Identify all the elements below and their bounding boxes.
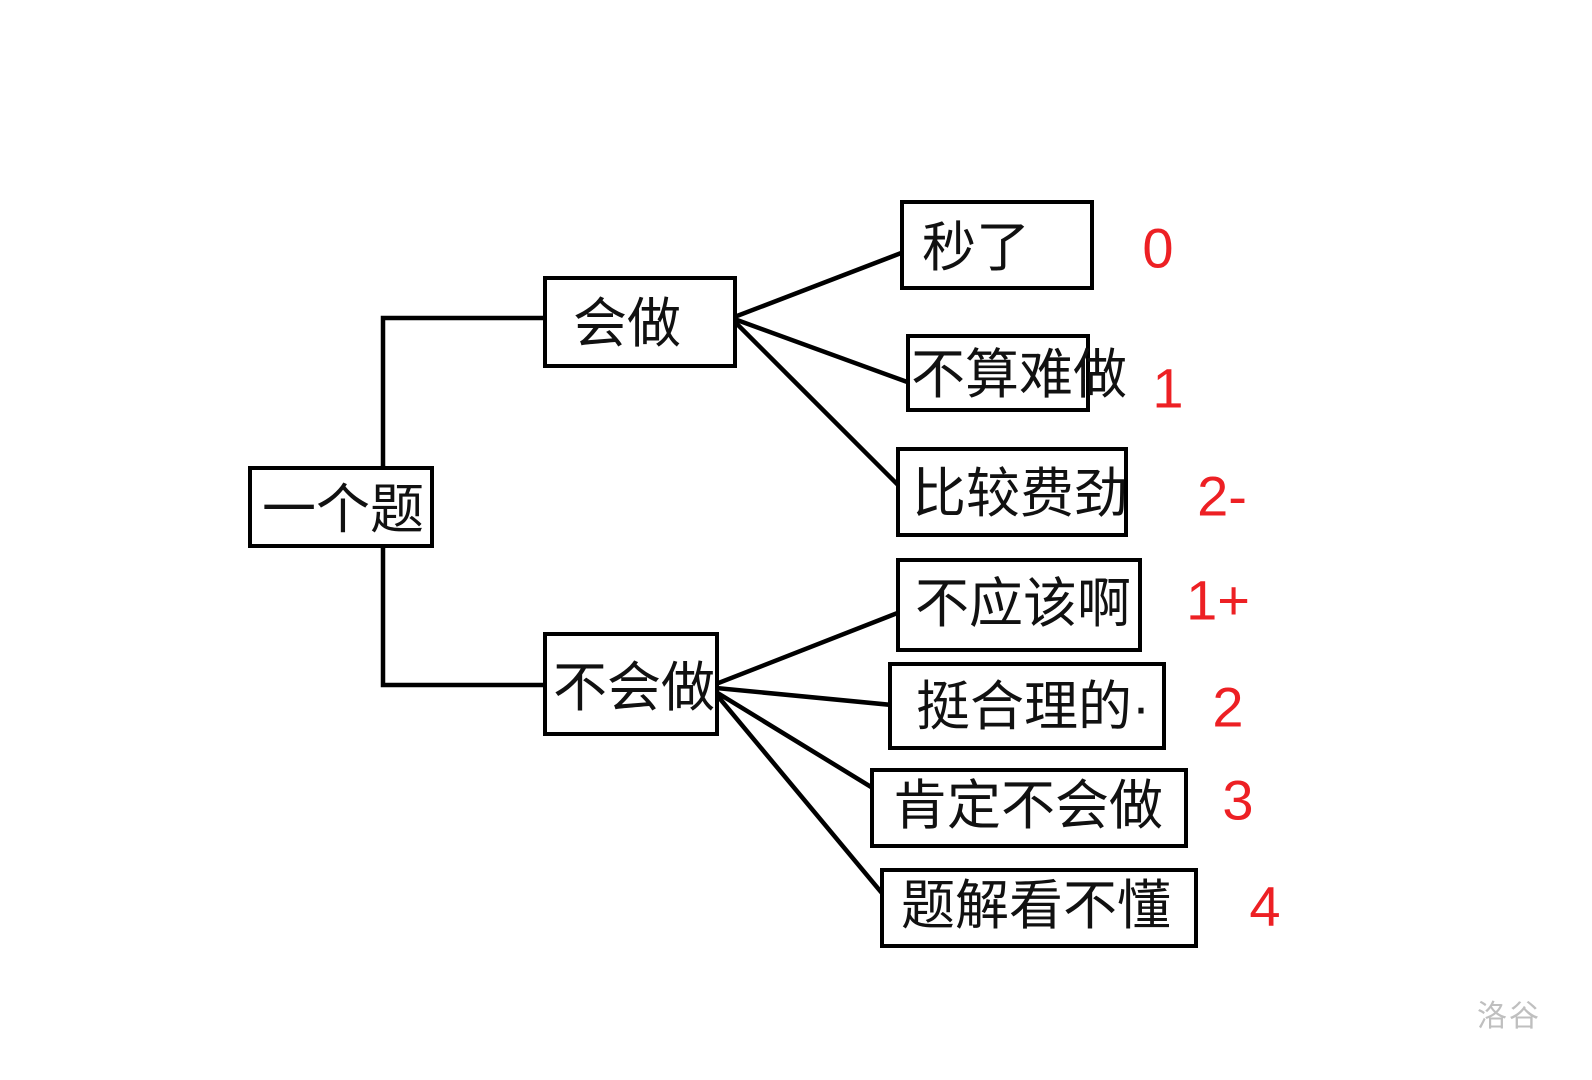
node-leaf-kending[interactable]: 肯定不会做 [870,768,1188,848]
edge-candor-to-bijiaofei [733,320,904,491]
node-leaf-tijie-label: 题解看不懂 [901,876,1171,936]
node-leaf-tijie-box [880,868,1198,948]
score-leaf-kending: 3 [1222,769,1253,832]
node-leaf-buyinggai-label: 不应该啊 [915,574,1131,634]
node-leaf-tijie[interactable]: 题解看不懂 [880,868,1198,948]
node-branch-cannot-do-label: 不会做 [553,658,715,718]
node-branch-cannot-do[interactable]: 不会做 [543,632,719,736]
node-leaf-miaole[interactable]: 秒了 [900,200,1094,290]
edge-cannotdo-to-buyinggai [713,609,903,687]
watermark-luogu: 洛谷 [1477,1000,1541,1033]
node-branch-can-do[interactable]: 会做 [543,276,737,368]
edge-cannotdo-to-kending [712,688,880,794]
node-root-box [248,466,434,548]
score-leaf-miaole: 0 [1142,217,1173,280]
node-leaf-kending-label: 肯定不会做 [893,776,1163,836]
node-leaf-busuannan[interactable]: 不算难做 [906,334,1127,412]
edge-cannotdo-to-tinghe [713,685,895,708]
node-leaf-busuannan-label: 不算难做 [911,345,1127,405]
node-leaf-miaole-label: 秒了 [922,218,1030,278]
score-leaf-bijiaofei: 2- [1197,465,1247,528]
node-leaf-kending-box [870,768,1188,848]
node-leaf-tinghe-box [888,662,1166,750]
node-leaf-bijiaofei-label: 比较费劲 [912,464,1128,524]
node-leaf-buyinggai-box [896,558,1142,652]
node-leaf-tinghe[interactable]: 挺合理的· [888,662,1166,750]
node-root-label: 一个题 [262,480,424,540]
node-branch-can-do-box [543,276,737,368]
node-root[interactable]: 一个题 [248,466,434,548]
score-leaf-buyinggai: 1+ [1186,569,1250,632]
node-leaf-buyinggai[interactable]: 不应该啊 [896,558,1142,652]
node-leaf-bijiaofei[interactable]: 比较费劲 [896,447,1128,537]
edge-cannotdo-to-tijie [712,690,890,902]
score-leaf-tinghe: 2 [1212,676,1243,739]
node-leaf-busuannan-box [906,334,1090,412]
edge-candor-to-miaole [734,242,925,319]
node-leaf-tinghe-label: 挺合理的· [916,677,1150,737]
node-branch-cannot-do-box [543,632,719,736]
edge-candor-to-busuannan [734,317,913,386]
score-leaf-busuannan: 1 [1152,357,1183,420]
node-leaf-miaole-box [900,200,1094,290]
node-branch-can-do-label: 会做 [573,294,681,354]
node-leaf-bijiaofei-box [896,447,1128,537]
score-leaf-tijie: 4 [1249,875,1280,938]
